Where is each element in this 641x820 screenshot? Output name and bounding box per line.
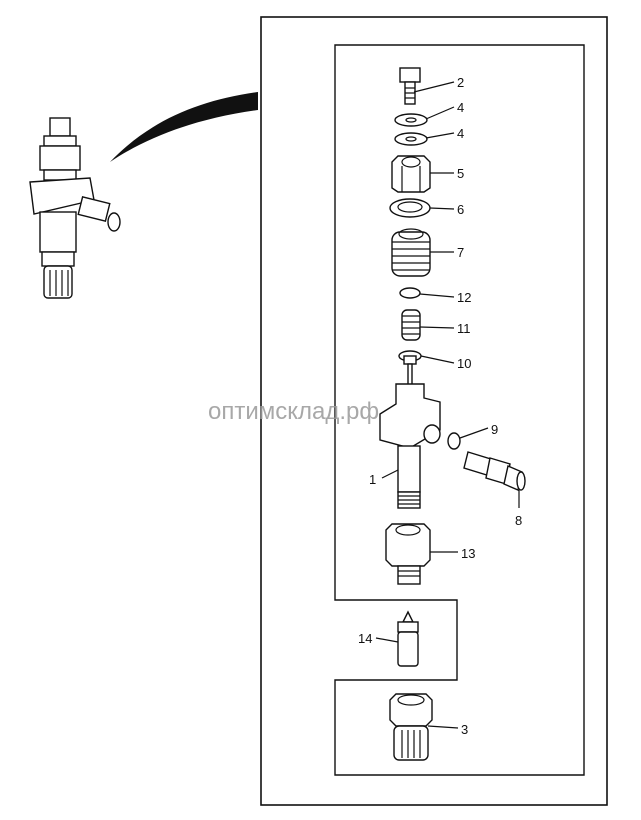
inner-frame (334, 44, 585, 776)
callout-2: 2 (457, 75, 464, 90)
part-6-gasket (389, 198, 431, 218)
callout-1: 1 (369, 472, 376, 487)
callout-7: 7 (457, 245, 464, 260)
part-14-nozzle (397, 610, 419, 667)
callout-4: 4 (457, 100, 464, 115)
part-3-cap-nut (389, 693, 433, 761)
part-4-washer (394, 113, 428, 127)
callout-swoosh (110, 92, 258, 162)
callout-12: 12 (457, 290, 471, 305)
callout-5: 5 (457, 166, 464, 181)
part-9-seal (447, 432, 461, 450)
callout-6: 6 (457, 202, 464, 217)
part-4-washer (394, 132, 428, 146)
part-5-nut (391, 155, 431, 193)
callout-14: 14 (358, 631, 372, 646)
callout-3: 3 (461, 722, 468, 737)
assembled-injector (29, 117, 121, 299)
outer-frame (260, 16, 608, 806)
callout-8: 8 (515, 513, 522, 528)
part-8-connector (463, 451, 526, 491)
callout-9: 9 (491, 422, 498, 437)
part-1-body (379, 383, 441, 509)
part-2-bolt (399, 67, 421, 105)
part-12-washer (399, 287, 421, 299)
part-7-threaded-plug (391, 228, 431, 277)
callout-11: 11 (457, 321, 471, 336)
part-13-nut (385, 523, 431, 585)
leader-lines (375, 81, 520, 729)
callout-13: 13 (461, 546, 475, 561)
callout-4: 4 (457, 126, 464, 141)
part-11-spring (401, 309, 421, 341)
watermark: оптимсклад.рф (208, 398, 379, 425)
callout-10: 10 (457, 356, 471, 371)
